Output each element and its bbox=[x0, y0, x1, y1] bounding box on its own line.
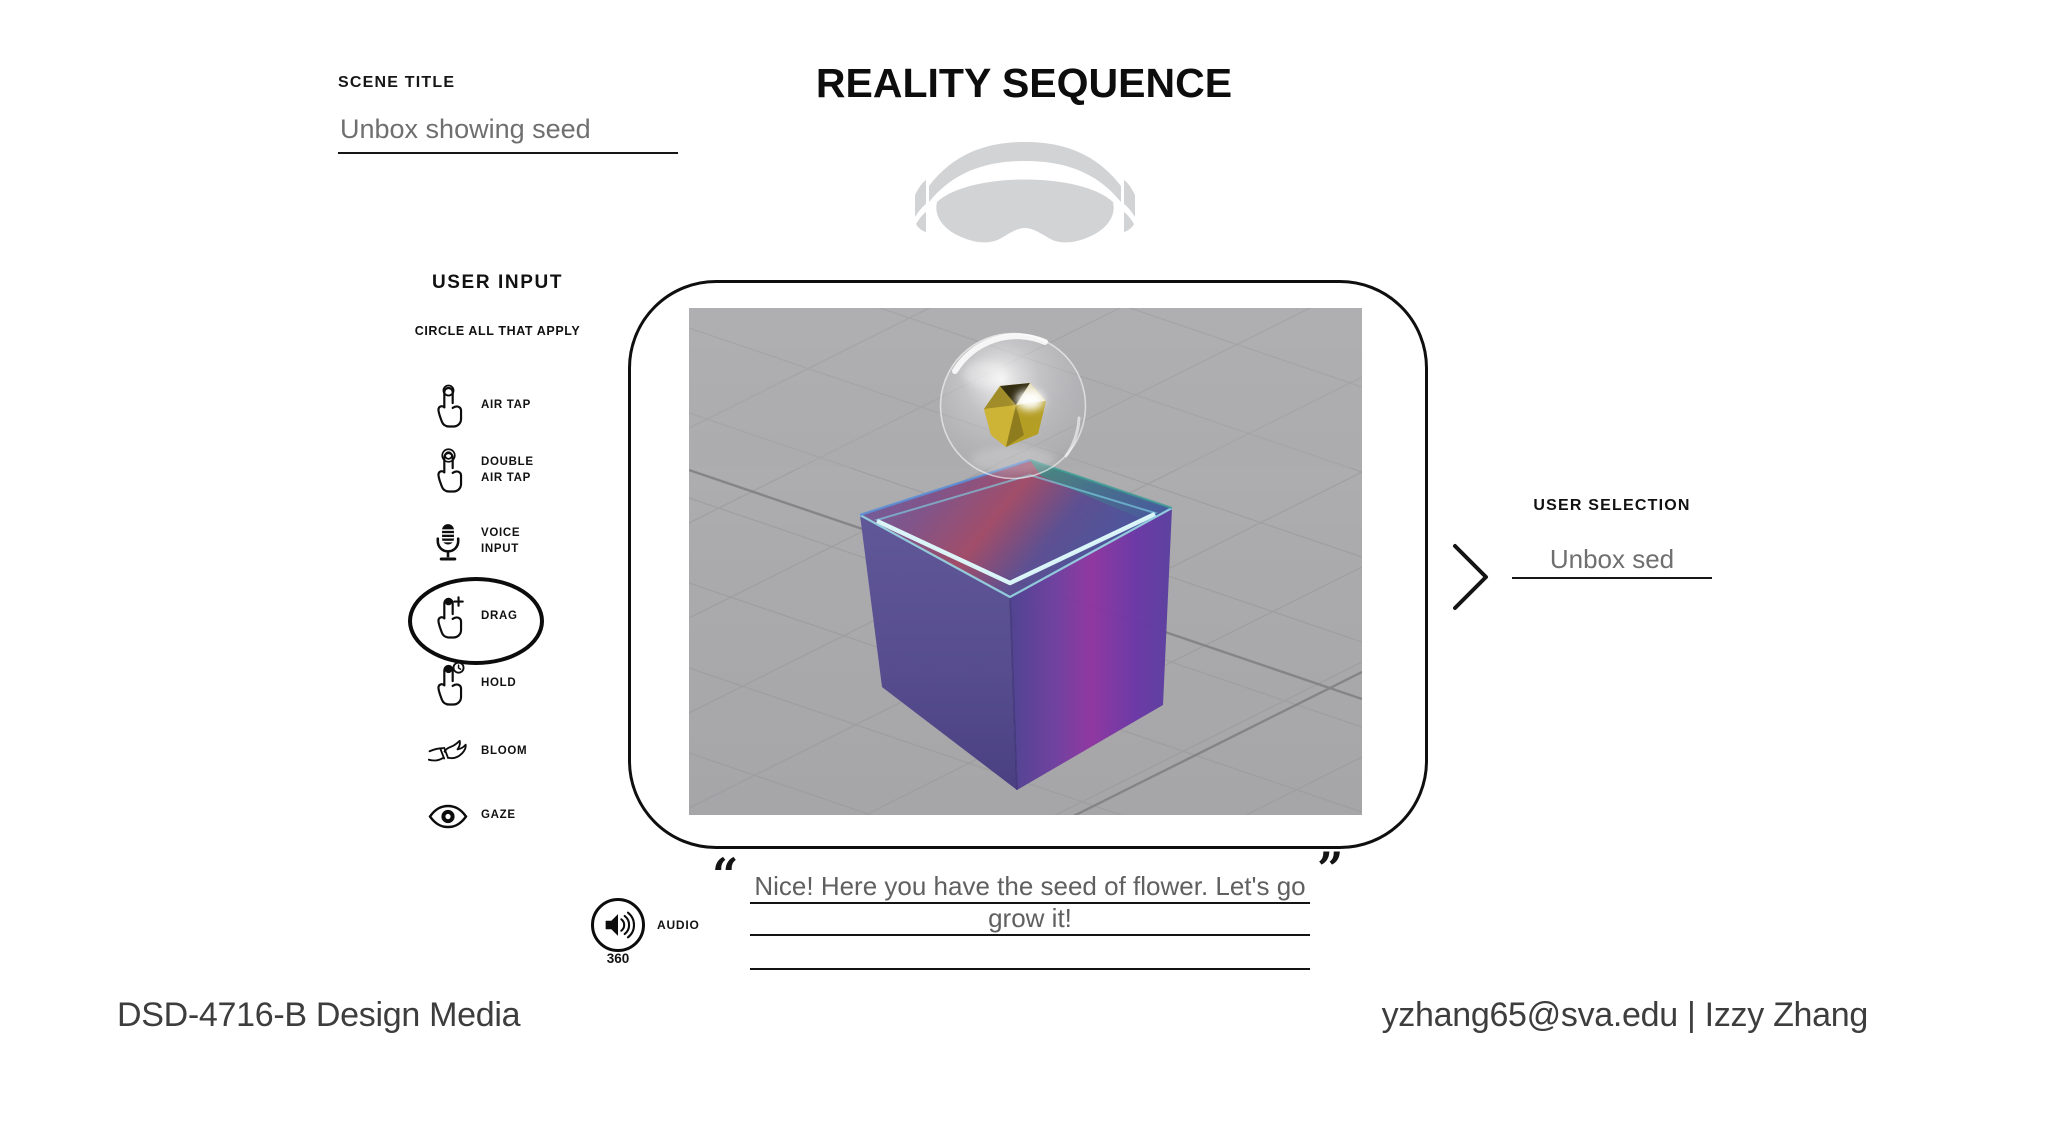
input-option-air-tap[interactable]: AIR TAP bbox=[428, 381, 531, 431]
hololens-headset-icon bbox=[913, 140, 1137, 253]
input-option-label: GAZE bbox=[481, 809, 516, 822]
input-option-label: AIR TAP bbox=[481, 399, 532, 412]
bloom-icon bbox=[428, 735, 468, 769]
input-option-hold[interactable]: HOLD bbox=[428, 659, 516, 709]
gold-seed bbox=[984, 383, 1046, 447]
user-selection-label: USER SELECTION bbox=[1533, 497, 1691, 514]
input-option-label: BLOOM bbox=[481, 745, 528, 758]
input-option-label: DOUBLE AIR TAP bbox=[481, 456, 534, 484]
input-option-label: HOLD bbox=[481, 677, 517, 690]
scene-title-underline bbox=[338, 152, 678, 154]
double-air-tap-icon bbox=[428, 448, 468, 494]
author-contact: yzhang65@sva.edu | Izzy Zhang bbox=[1381, 996, 1869, 1034]
selected-option-circle bbox=[408, 577, 544, 665]
user-selection-field[interactable]: Unbox sed bbox=[1549, 544, 1675, 574]
input-option-label: DRAG bbox=[481, 610, 518, 623]
scene-3d-render bbox=[689, 308, 1362, 815]
audio-label: AUDIO bbox=[657, 918, 700, 932]
audio-script-line-2[interactable]: grow it! bbox=[750, 904, 1310, 936]
audio-360-label: 360 bbox=[606, 951, 630, 966]
drag-icon bbox=[428, 594, 468, 640]
input-option-voice-input[interactable]: VOICE INPUT bbox=[428, 517, 520, 567]
page-title: REALITY SEQUENCE bbox=[815, 60, 1233, 106]
air-tap-icon bbox=[428, 383, 468, 429]
close-quote-mark: ” bbox=[1317, 842, 1344, 896]
audio-script-line-3[interactable] bbox=[750, 936, 1310, 970]
open-quote-mark: “ bbox=[712, 848, 739, 902]
input-option-gaze[interactable]: GAZE bbox=[428, 796, 516, 836]
input-option-double-air-tap[interactable]: DOUBLE AIR TAP bbox=[428, 446, 534, 496]
input-option-drag[interactable]: DRAG bbox=[428, 592, 518, 642]
user-input-instruction: CIRCLE ALL THAT APPLY bbox=[414, 324, 581, 338]
voice-input-icon bbox=[428, 519, 468, 565]
course-name: DSD-4716-B Design Media bbox=[117, 996, 521, 1034]
audio-speaker-icon[interactable] bbox=[591, 898, 645, 952]
input-option-label: VOICE INPUT bbox=[481, 527, 521, 555]
audio-script-line-1[interactable]: Nice! Here you have the seed of flower. … bbox=[750, 864, 1310, 904]
scene-title-label: SCENE TITLE bbox=[338, 74, 456, 91]
scene-title-field[interactable]: Unbox showing seed bbox=[340, 114, 591, 144]
input-option-bloom[interactable]: BLOOM bbox=[428, 731, 527, 773]
next-arrow-icon bbox=[1452, 543, 1492, 611]
hold-icon bbox=[428, 661, 468, 707]
gaze-icon bbox=[428, 804, 468, 829]
user-input-heading: USER INPUT bbox=[431, 272, 564, 293]
user-selection-underline bbox=[1512, 577, 1712, 579]
